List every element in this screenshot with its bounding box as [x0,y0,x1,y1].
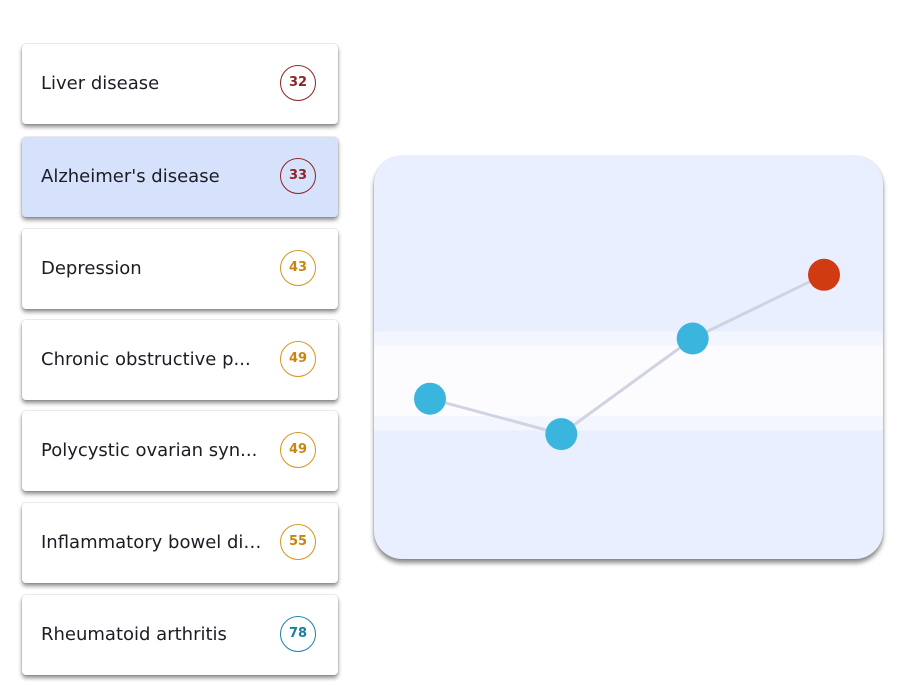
condition-card-rheumatoid-arthritis[interactable]: Rheumatoid arthritis 78 [22,595,338,675]
condition-label: Liver disease [41,73,160,94]
latest-data-point[interactable] [808,258,840,291]
score-badge: 49 [280,432,316,468]
data-point[interactable] [545,418,578,451]
trend-point-layer [414,258,840,451]
condition-label: Alzheimer's disease [41,166,220,187]
condition-label: Inflammatory bowel dis... [41,532,263,553]
score-badge: 78 [280,616,316,652]
condition-card-alzheimers-disease[interactable]: Alzheimer's disease 33 [22,137,338,217]
condition-card-polycystic-ovarian[interactable]: Polycystic ovarian syn... 49 [22,411,338,491]
trend-line-segment [429,397,562,436]
condition-label: Depression [41,258,142,279]
trend-line-layer [429,273,825,436]
condition-label: Polycystic ovarian syn... [41,440,258,461]
trend-line-segment [692,273,825,340]
data-point[interactable] [414,382,446,415]
trend-chart-card [374,156,883,559]
condition-label: Chronic obstructive p... [41,349,251,370]
score-badge: 32 [280,65,316,101]
trend-chart [374,258,883,451]
normal-range-band-core [374,345,883,417]
condition-card-chronic-obstructive[interactable]: Chronic obstructive p... 49 [22,320,338,400]
condition-card-inflammatory-bowel[interactable]: Inflammatory bowel dis... 55 [22,503,338,583]
data-point[interactable] [676,322,709,355]
score-badge: 43 [280,250,316,286]
score-badge: 49 [280,341,316,377]
condition-card-liver-disease[interactable]: Liver disease 32 [22,44,338,124]
trend-line-segment [560,337,694,436]
score-badge: 33 [280,158,316,194]
score-badge: 55 [280,524,316,560]
condition-card-depression[interactable]: Depression 43 [22,229,338,309]
condition-label: Rheumatoid arthritis [41,624,227,645]
